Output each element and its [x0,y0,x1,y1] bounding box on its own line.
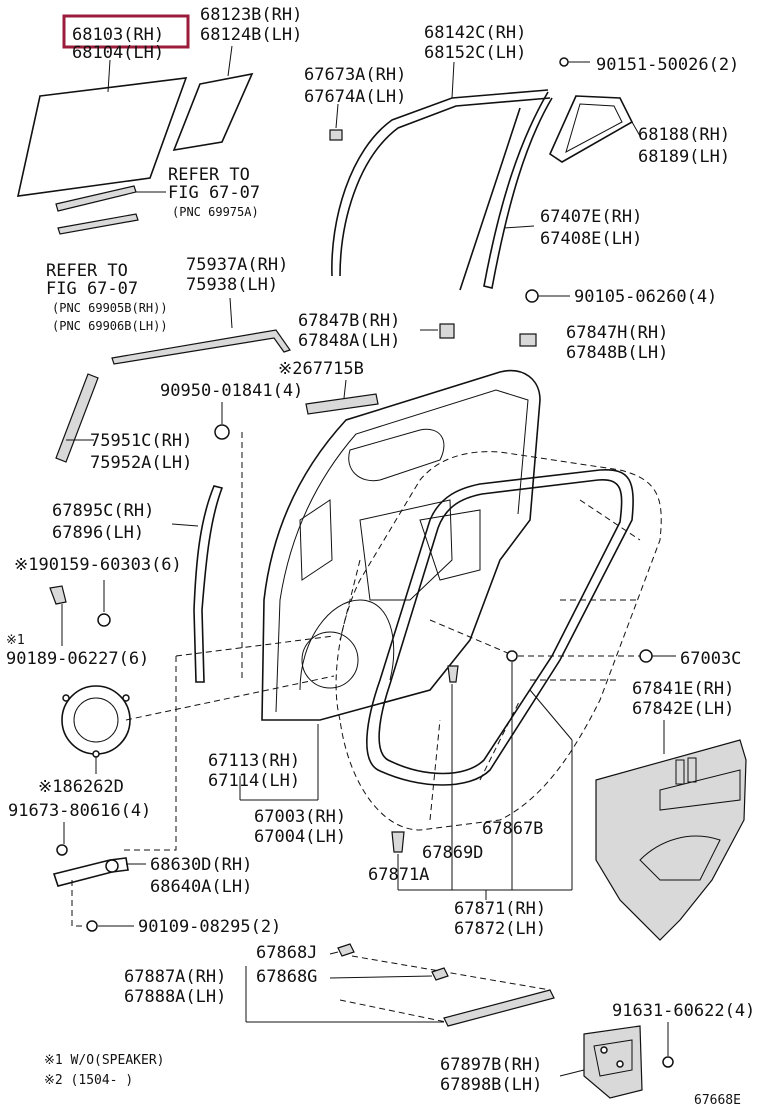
label-90109: 90109-08295(2) [138,917,281,937]
label-90105: 90105-06260(4) [574,287,717,307]
label-star1: ※1 [6,633,25,648]
quarter-glass-68123b[interactable] [172,72,254,152]
label-67003: 67003(RH) [254,807,346,827]
label-68630d: 68630D(RH) [150,855,252,875]
label-68640a: 68640A(LH) [150,877,252,897]
label-90950: 90950-01841(4) [160,381,303,401]
run-channel-67895c[interactable] [193,485,224,683]
label-67871: 67871(RH) [454,899,546,919]
label-67004: 67004(LH) [254,827,346,847]
label-90159: ※190159-60303(6) [14,555,182,575]
door-shell-67003[interactable] [261,369,541,721]
selected-part-highlight [62,14,190,49]
mud-guard-67897b[interactable] [583,1025,643,1099]
label-67673a: 67673A(RH) [304,65,406,85]
label-75951c: 75951C(RH) [90,431,192,451]
label-68189: 68189(LH) [638,147,730,167]
belt-weatherstrip-inner [57,213,139,235]
label-67842e: 67842E(LH) [632,699,734,719]
label-91631: 91631-60622(4) [612,1001,755,1021]
clip-67003c[interactable] [639,649,653,663]
label-67003c: 67003C [680,649,741,669]
door-frame-68142c[interactable] [331,89,549,277]
clip-67868j[interactable] [337,943,355,957]
label-67113: 67113(RH) [208,751,300,771]
label-75952a: 75952A(LH) [90,453,192,473]
label-68152c: 68152C(LH) [424,43,526,63]
clip-67847b[interactable] [439,323,455,339]
label-68104: 68104(LH) [72,43,164,63]
label-67868j: 67868J [256,943,317,963]
label-67847b: 67847B(RH) [298,311,400,331]
clip-67673a[interactable] [329,129,343,141]
label-90189: 90189-06227(6) [6,649,149,669]
label-67895c: 67895C(RH) [52,501,154,521]
label-67847h: 67847H(RH) [566,323,668,343]
label-67848a: 67848A(LH) [298,331,400,351]
label-refer2d: (PNC 69906B(LH)) [52,319,168,333]
clip-67868g[interactable] [431,967,449,981]
label-67871a: 67871A [368,865,429,885]
screw-90159[interactable] [49,585,67,605]
rocker-moulding-67887a[interactable] [443,989,555,1027]
label-67872: 67872(LH) [454,919,546,939]
label-67897b: 67897B(RH) [440,1055,542,1075]
diagram-id: 67668E [694,1093,741,1108]
label-68103: 68103(RH) [72,25,164,45]
label-68142c: 68142C(RH) [424,23,526,43]
label-67898b: 67898B(LH) [440,1075,542,1095]
door-weatherstrip-67871[interactable] [366,469,634,786]
label-68124b: 68124B(LH) [200,25,302,45]
label-75937a: 75937A(RH) [186,255,288,275]
label-67888a: 67888A(LH) [124,987,226,1007]
label-67896: 67896(LH) [52,523,144,543]
label-refer2c: (PNC 69905B(RH)) [52,301,168,315]
label-67407e: 67407E(RH) [540,207,642,227]
weatherstrip-68188[interactable] [548,95,634,163]
label-68188: 68188(RH) [638,125,730,145]
clip-67871a[interactable] [391,831,405,853]
label-refer1a: REFER TO [168,165,250,185]
bolt-90105[interactable] [525,289,539,303]
label-91673: 91673-80616(4) [8,801,151,821]
label-67408e: 67408E(LH) [540,229,642,249]
screw-90151[interactable] [559,57,569,67]
label-refer1c: (PNC 69975A) [172,205,259,219]
label-note2: ※2 (1504- ) [44,1073,133,1088]
label-86262d: ※186262D [38,777,124,797]
label-67715b: ※267715B [278,359,364,379]
division-bar-67407e[interactable] [483,91,553,289]
label-67841e: 67841E(RH) [632,679,734,699]
nut-90189[interactable] [97,613,111,627]
clip-90950-01841[interactable] [214,424,230,440]
label-refer1b: FIG 67-07 [168,183,260,203]
speaker-86262d[interactable] [61,685,131,755]
label-67848b: 67848B(LH) [566,343,668,363]
clip-67869d[interactable] [447,665,459,683]
label-75938: 75938(LH) [186,275,278,295]
label-67868g: 67868G [256,967,317,987]
label-67887a: 67887A(RH) [124,967,226,987]
label-90151: 90151-50026(2) [596,55,739,75]
clip-67847h[interactable] [519,333,537,347]
label-67867b: 67867B [482,819,543,839]
label-67114: 67114(LH) [208,771,300,791]
label-note1: ※1 W/O(SPEAKER) [44,1053,164,1068]
body-opening-outline [335,451,662,831]
screw-91631[interactable] [662,1056,674,1068]
door-glass-68103[interactable] [16,77,188,197]
clip-67867b[interactable] [506,650,518,662]
bolt-90109[interactable] [86,920,98,932]
label-68123b: 68123B(RH) [200,5,302,25]
label-refer2b: FIG 67-07 [46,279,138,299]
label-refer2a: REFER TO [46,261,128,281]
label-67674a: 67674A(LH) [304,87,406,107]
outer-moulding-75937a[interactable] [111,329,291,365]
seal-67715b[interactable] [305,393,379,415]
label-67869d: 67869D [422,843,483,863]
